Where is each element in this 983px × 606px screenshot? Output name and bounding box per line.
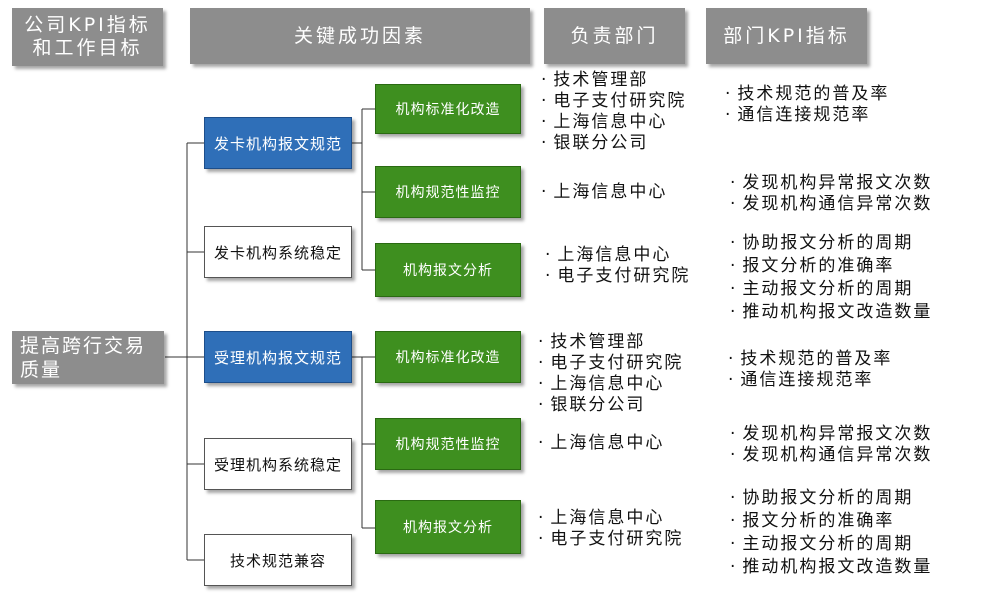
- level2-acquirer-system-stable: 受理机构系统稳定: [204, 438, 352, 490]
- dept-item: 电子支付研究院: [545, 266, 690, 287]
- kpi-item: 通信连接规范率: [725, 105, 889, 126]
- dept-item: 电子支付研究院: [541, 91, 686, 112]
- dept-item: 技术管理部: [538, 332, 683, 353]
- dept-list-3: 上海信息中心 电子支付研究院: [545, 245, 690, 287]
- kpi-item: 协助报文分析的周期: [730, 487, 932, 510]
- csf-analysis-1: 机构报文分析: [375, 243, 521, 297]
- dept-item: 电子支付研究院: [538, 529, 683, 550]
- kpi-item: 发现机构异常报文次数: [730, 424, 932, 445]
- dept-list-2: 上海信息中心: [541, 182, 667, 203]
- dept-item: 上海信息中心: [538, 433, 664, 454]
- kpi-item: 发现机构通信异常次数: [730, 194, 932, 215]
- dept-item: 上海信息中心: [545, 245, 690, 266]
- csf-standardization-2: 机构标准化改造: [375, 331, 521, 383]
- kpi-list-2: 发现机构异常报文次数 发现机构通信异常次数: [730, 173, 932, 215]
- level2-issuer-system-stable: 发卡机构系统稳定: [204, 226, 352, 278]
- kpi-list-4: 技术规范的普及率 通信连接规范率: [728, 349, 892, 391]
- kpi-item: 报文分析的准确率: [730, 255, 932, 278]
- dept-item: 上海信息中心: [541, 112, 686, 133]
- dept-item: 电子支付研究院: [538, 353, 683, 374]
- kpi-item: 主动报文分析的周期: [730, 533, 932, 556]
- level2-acquirer-message-spec: 受理机构报文规范: [204, 331, 352, 383]
- kpi-item: 主动报文分析的周期: [730, 278, 932, 301]
- kpi-list-5: 发现机构异常报文次数 发现机构通信异常次数: [730, 424, 932, 466]
- header-kpi-goal: 公司KPI指标 和工作目标: [12, 8, 163, 66]
- level2-tech-spec-compat: 技术规范兼容: [204, 534, 352, 586]
- kpi-item: 推动机构报文改造数量: [730, 301, 932, 324]
- dept-item: 上海信息中心: [541, 182, 667, 203]
- csf-monitoring-2: 机构规范性监控: [375, 418, 521, 470]
- header-dept-kpi: 部门KPI指标: [706, 8, 867, 64]
- kpi-item: 发现机构通信异常次数: [730, 445, 932, 466]
- kpi-item: 技术规范的普及率: [728, 349, 892, 370]
- kpi-item: 报文分析的准确率: [730, 510, 932, 533]
- dept-list-1: 技术管理部 电子支付研究院 上海信息中心 银联分公司: [541, 70, 686, 154]
- dept-item: 上海信息中心: [538, 374, 683, 395]
- level2-issuer-message-spec: 发卡机构报文规范: [204, 117, 352, 169]
- dept-item: 技术管理部: [541, 70, 686, 91]
- kpi-list-6: 协助报文分析的周期 报文分析的准确率 主动报文分析的周期 推动机构报文改造数量: [730, 487, 932, 579]
- dept-item: 银联分公司: [541, 133, 686, 154]
- header-dept: 负责部门: [544, 8, 685, 64]
- kpi-item: 技术规范的普及率: [725, 84, 889, 105]
- dept-list-4: 技术管理部 电子支付研究院 上海信息中心 银联分公司: [538, 332, 683, 416]
- kpi-list-1: 技术规范的普及率 通信连接规范率: [725, 84, 889, 126]
- root-goal: 提高跨行交易质量: [12, 331, 164, 384]
- kpi-item: 协助报文分析的周期: [730, 232, 932, 255]
- kpi-item: 推动机构报文改造数量: [730, 556, 932, 579]
- kpi-list-3: 协助报文分析的周期 报文分析的准确率 主动报文分析的周期 推动机构报文改造数量: [730, 232, 932, 324]
- kpi-item: 发现机构异常报文次数: [730, 173, 932, 194]
- dept-item: 银联分公司: [538, 395, 683, 416]
- header-csf: 关键成功因素: [190, 8, 530, 64]
- csf-standardization-1: 机构标准化改造: [375, 84, 521, 134]
- dept-list-6: 上海信息中心 电子支付研究院: [538, 508, 683, 550]
- dept-item: 上海信息中心: [538, 508, 683, 529]
- kpi-item: 通信连接规范率: [728, 370, 892, 391]
- dept-list-5: 上海信息中心: [538, 433, 664, 454]
- csf-monitoring-1: 机构规范性监控: [375, 166, 521, 218]
- csf-analysis-2: 机构报文分析: [375, 500, 521, 554]
